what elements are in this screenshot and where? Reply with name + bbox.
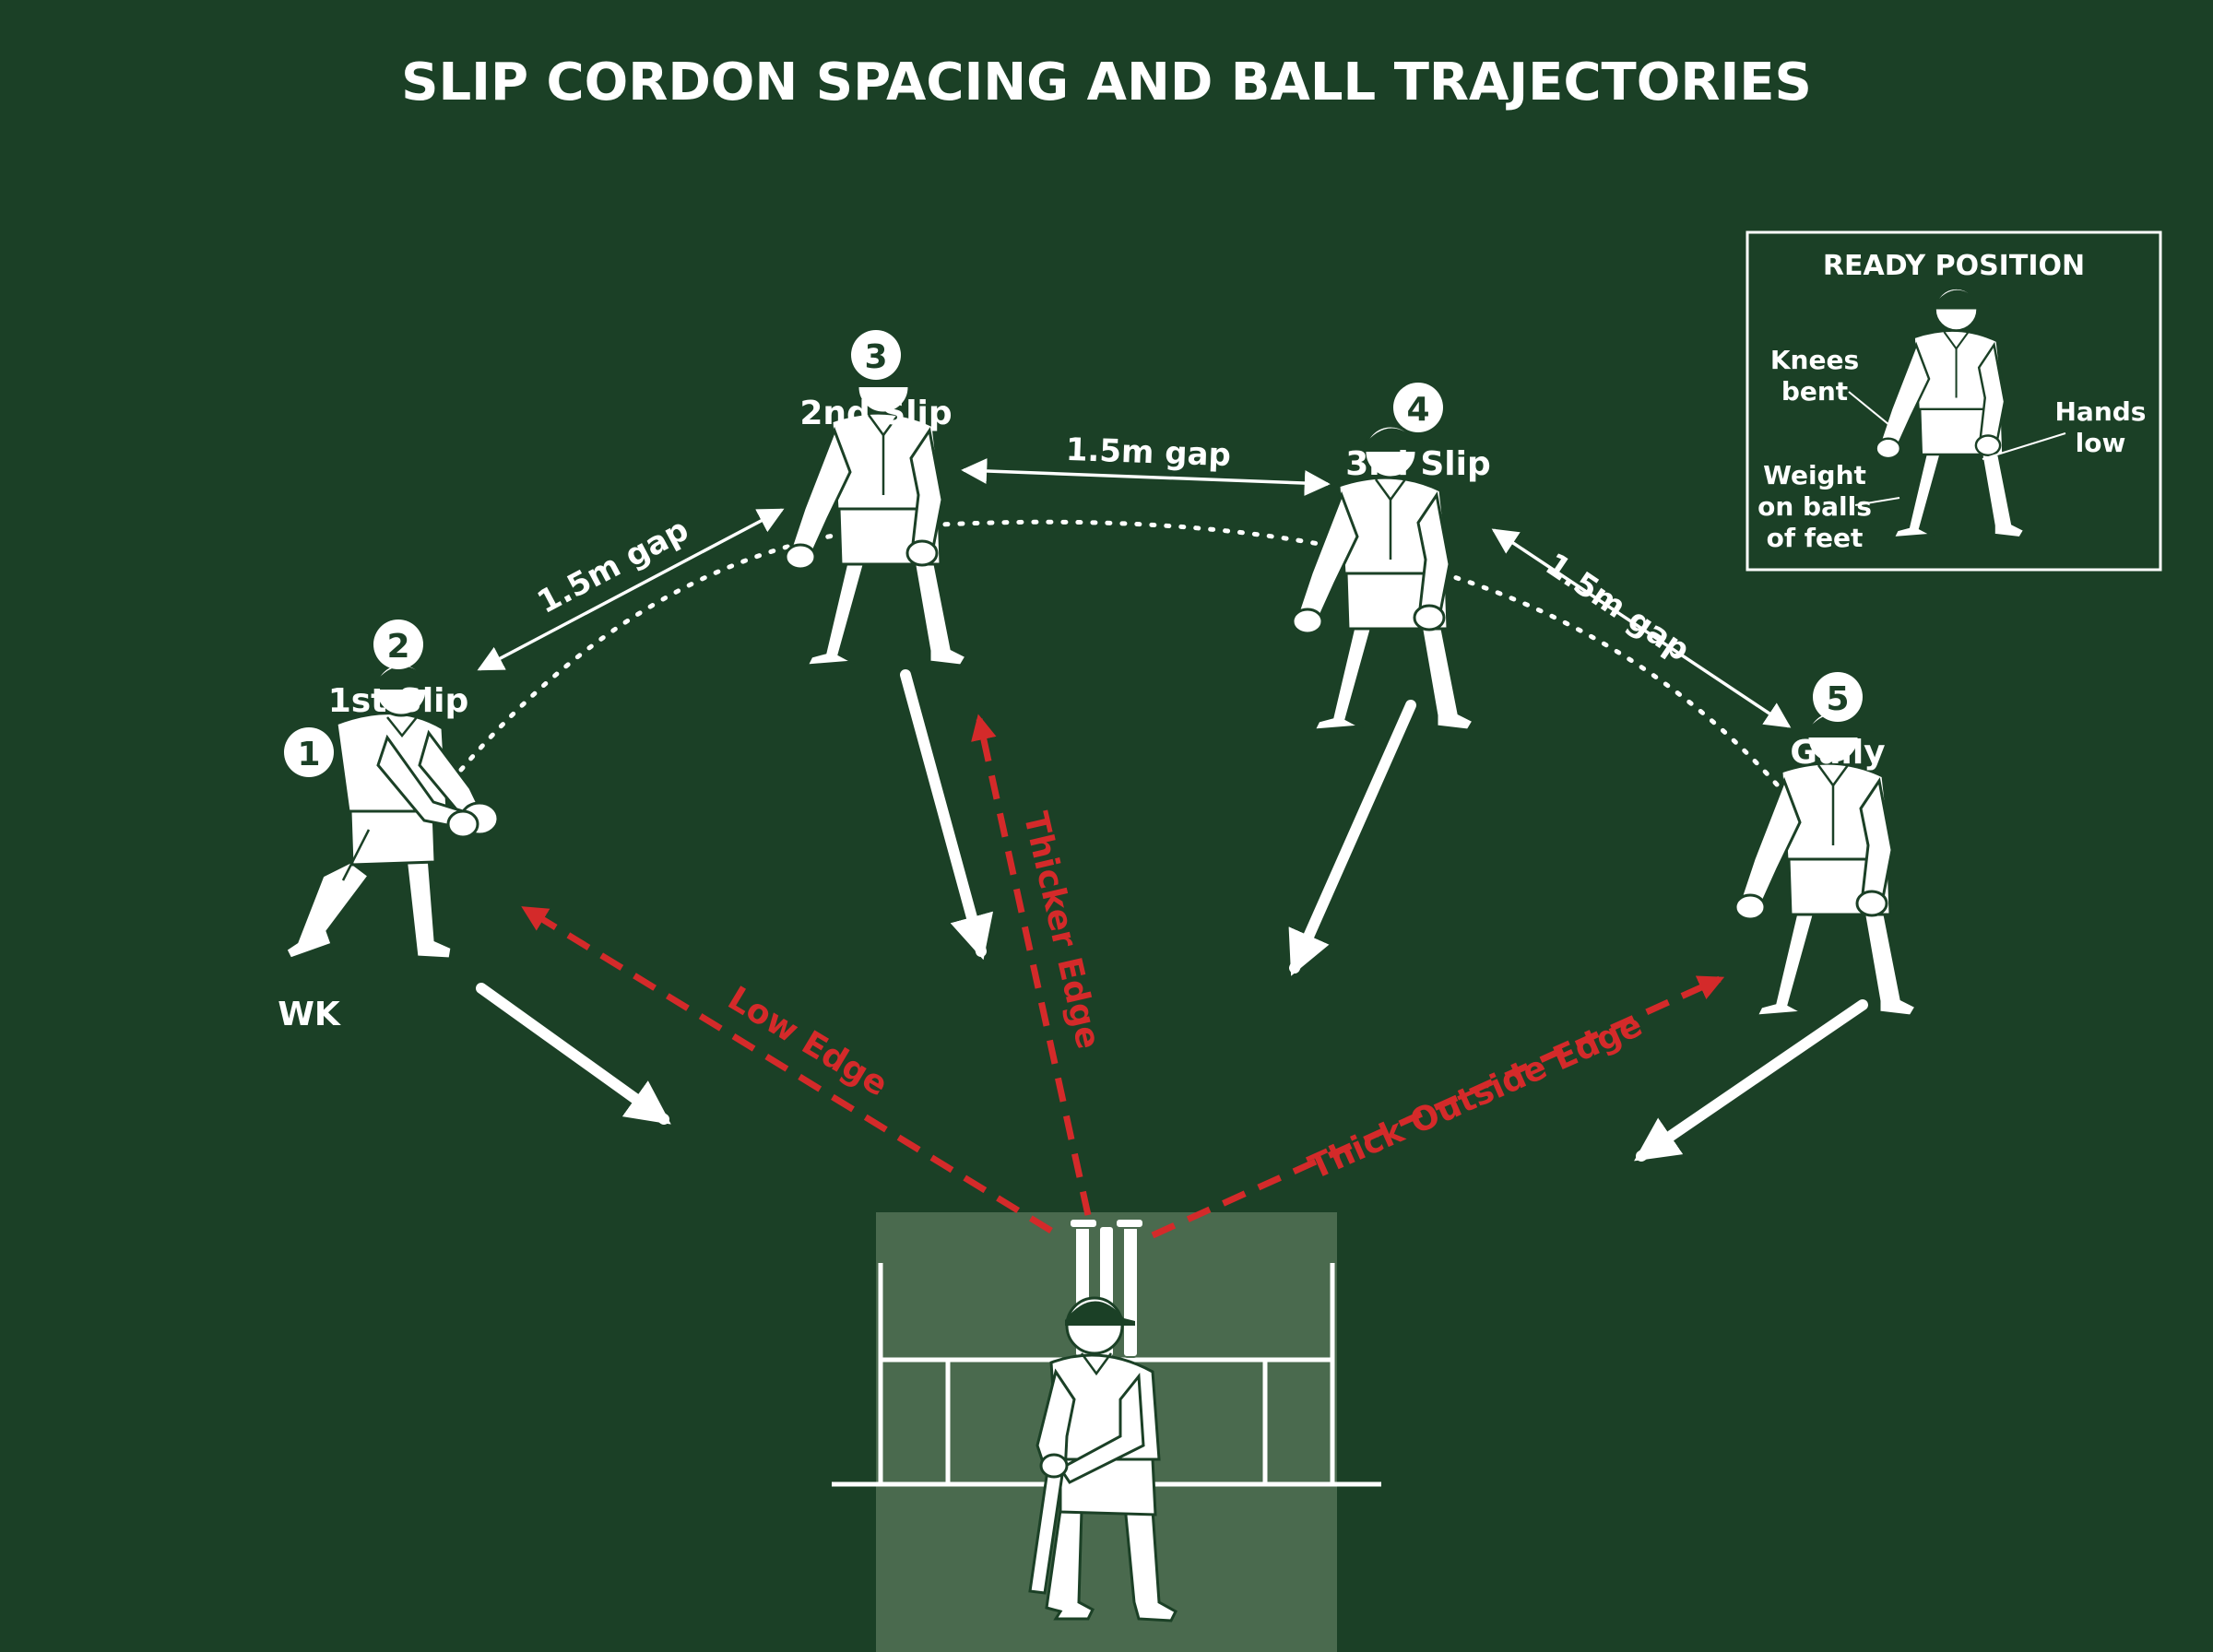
svg-text:1: 1	[297, 736, 320, 773]
gap-arrow-2-3	[961, 457, 1331, 497]
fielder-label-1st-slip: 1st Slip	[328, 682, 469, 720]
inset-label-hands-1: Hands	[2055, 396, 2147, 427]
fielder-label-gully: Gully	[1790, 734, 1885, 772]
fielder-marker-4: 4	[1393, 383, 1443, 432]
gap-arrow-3-4	[1491, 528, 1792, 728]
second-slip-movement-arrow	[900, 669, 994, 961]
movement-arrows	[476, 669, 1868, 1162]
svg-text:3: 3	[864, 338, 887, 376]
fielder-label-2nd-slip: 2nd Slip	[799, 395, 952, 432]
thick-outside-edge-trajectory	[1151, 975, 1725, 1239]
inset-label-knees-1: Knees	[1770, 345, 1859, 375]
fielder-marker-3: 3	[851, 330, 901, 380]
svg-text:5: 5	[1826, 680, 1849, 718]
svg-text:4: 4	[1406, 391, 1429, 429]
diagram-title: SLIP CORDON SPACING AND BALL TRAJECTORIE…	[401, 53, 1812, 112]
fielder-marker-1: 1	[284, 727, 334, 777]
inset-label-weight-1: Weight	[1763, 460, 1866, 490]
third-slip-movement-arrow	[1288, 700, 1416, 976]
gap-label-1: 1.5m gap	[531, 512, 694, 621]
thick-outside-edge-label: Thick Outside Edge	[1303, 1006, 1648, 1186]
low-edge-trajectory	[521, 906, 1053, 1233]
gap-label-2: 1.5m gap	[1065, 431, 1231, 474]
inset-title: READY POSITION	[1823, 250, 2085, 282]
fielder-label-3rd-slip: 3rd Slip	[1345, 445, 1490, 483]
cordon-arc	[458, 519, 1787, 796]
thicker-edge-label: Thicker Edge	[1016, 808, 1107, 1053]
inset-label-weight-2: on balls	[1757, 491, 1872, 522]
inset-frame	[1746, 230, 2162, 572]
inset-fielder-figure	[1875, 287, 2026, 539]
inset-label-knees-2: bent	[1781, 376, 1848, 407]
edge-trajectories	[521, 714, 1725, 1239]
wk-movement-arrow	[476, 983, 671, 1125]
ready-position-inset: READY POSITION Knees bent Hands low Weig…	[1746, 230, 2162, 572]
gully-movement-arrow	[1634, 999, 1868, 1162]
inset-pointer-lines	[1848, 391, 2066, 506]
thicker-edge-trajectory	[971, 714, 1092, 1216]
fielder-marker-2: 2	[373, 620, 423, 669]
fielder-label-wk: WK	[278, 996, 341, 1033]
svg-text:2: 2	[386, 628, 409, 666]
inset-label-weight-3: of feet	[1767, 523, 1864, 553]
inset-label-hands-2: low	[2076, 428, 2126, 458]
gap-arrow-1-2	[477, 508, 785, 671]
fielder-marker-5: 5	[1813, 672, 1863, 722]
